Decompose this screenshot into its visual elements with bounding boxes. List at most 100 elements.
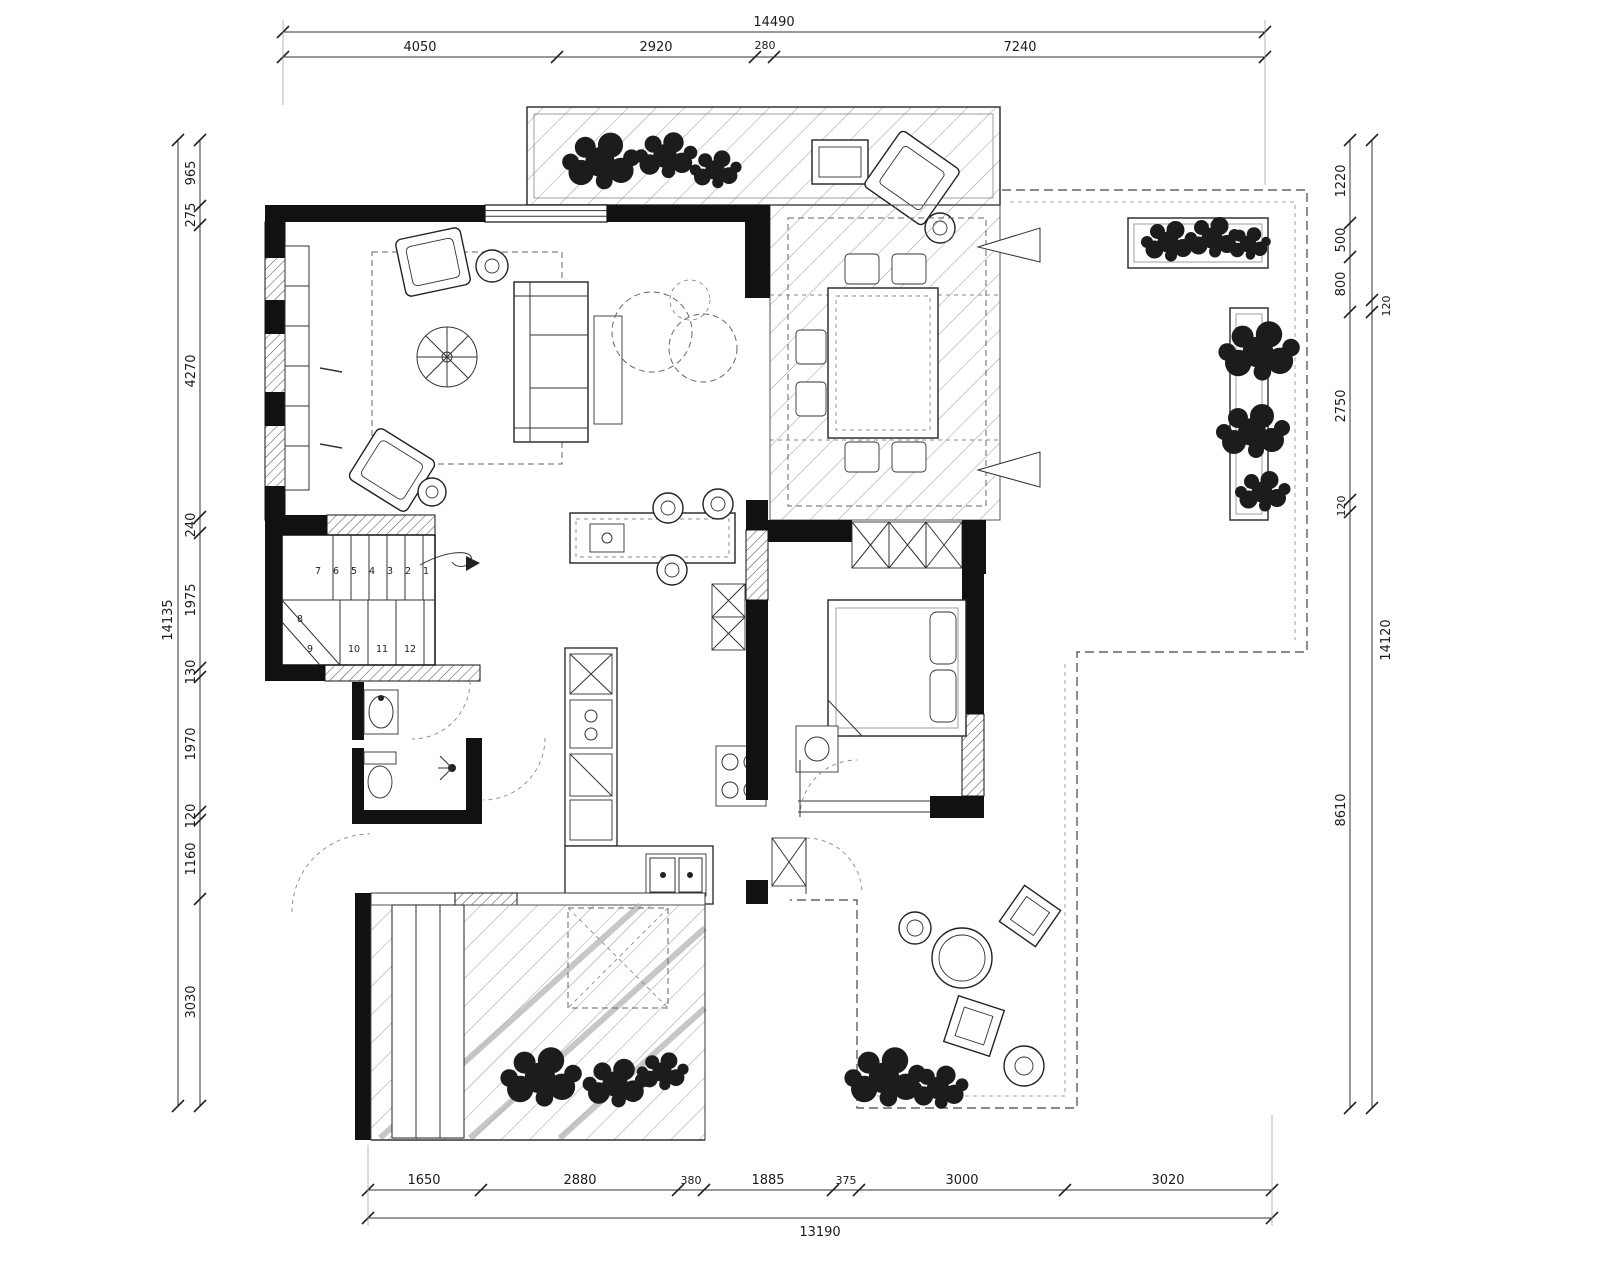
dim-label-bottom-total: 13190 <box>799 1225 840 1240</box>
bedroom <box>768 520 986 818</box>
shelving <box>284 245 310 491</box>
dim-chain-left: 965 275 4270 240 1975 130 1970 120 1160 … <box>161 133 207 1113</box>
dining-chair <box>795 329 827 365</box>
hall <box>265 664 546 913</box>
stair-number: 11 <box>376 644 388 655</box>
dim-chain-top: 14490 4050 2920 280 7240 <box>276 15 1272 185</box>
dim-label: 2750 <box>1334 389 1349 422</box>
dining-chair <box>795 381 827 417</box>
shower-head-icon <box>438 755 456 781</box>
dim-label-left-total: 14135 <box>161 599 176 640</box>
dim-label: 3000 <box>945 1173 978 1188</box>
dim-label: 1220 <box>1334 164 1349 197</box>
stair-number: 1 <box>423 566 429 577</box>
dim-label: 280 <box>755 39 776 52</box>
dim-label: 4270 <box>184 354 199 387</box>
ceiling-fan-icon <box>416 326 478 388</box>
partition-wall <box>745 500 769 904</box>
dining-chair <box>844 441 880 473</box>
terrace-bottom-left <box>355 892 708 1141</box>
dim-label: 1650 <box>407 1173 440 1188</box>
dim-label: 500 <box>1334 228 1349 253</box>
dim-label: 800 <box>1334 272 1349 297</box>
dim-chain-bottom: 1650 2880 380 1885 375 3000 3020 13190 <box>361 1115 1279 1240</box>
dim-label: 8610 <box>1334 793 1349 826</box>
bed <box>827 599 967 737</box>
wardrobe <box>851 521 963 569</box>
equipment-outline <box>567 907 669 1009</box>
floor-lamp-outline <box>611 291 693 373</box>
dim-chain-right: 1220 500 800 2750 120 8610 120 14120 <box>1334 133 1394 1115</box>
door-swing-arc <box>411 680 471 740</box>
kitchen-island <box>569 512 736 564</box>
wall-decor <box>319 443 343 449</box>
dim-label: 275 <box>184 203 199 228</box>
bathroom <box>352 682 482 824</box>
dining-chair <box>891 441 927 473</box>
door-swing-arc <box>291 833 371 913</box>
dim-label: 4050 <box>403 40 436 55</box>
dim-label-top-total: 14490 <box>753 15 794 30</box>
outdoor-chair <box>998 884 1062 948</box>
dining-table <box>827 287 939 439</box>
outdoor-chair <box>942 994 1006 1058</box>
dim-label: 120 <box>1380 296 1393 317</box>
stair-number: 8 <box>297 614 303 625</box>
sofa <box>513 281 589 443</box>
stair-number: 6 <box>333 566 339 577</box>
armchair <box>348 428 436 512</box>
window-casement-icon <box>976 227 1041 263</box>
bathroom-sink <box>363 689 399 735</box>
terrace-cabinet <box>391 904 465 1139</box>
plant-icon <box>1235 471 1291 512</box>
dining-chair <box>844 253 880 285</box>
dim-label: 240 <box>184 513 199 538</box>
toilet <box>363 751 397 799</box>
window-casement-icon <box>976 451 1041 488</box>
stair-number: 7 <box>315 566 321 577</box>
coffee-table <box>593 315 623 425</box>
stair-number: 12 <box>404 644 416 655</box>
dining-area <box>769 204 1041 521</box>
dim-label: 1975 <box>184 583 199 616</box>
armchair <box>395 227 471 297</box>
nightstand <box>795 725 839 773</box>
dim-label: 1160 <box>184 842 199 875</box>
stairs: 1 2 3 4 5 6 7 8 9 10 11 12 <box>265 534 480 666</box>
kitchen-sink <box>645 853 707 897</box>
stair-number: 5 <box>351 566 357 577</box>
dim-label: 380 <box>681 1174 702 1187</box>
dim-label: 2920 <box>639 40 672 55</box>
door-swing-arc <box>482 737 546 801</box>
stair-number: 10 <box>348 644 360 655</box>
dim-label: 120 <box>1335 496 1348 517</box>
living-room <box>264 204 770 536</box>
wall-decor <box>319 367 343 373</box>
balcony-armchair <box>864 130 960 226</box>
dim-label: 3020 <box>1151 1173 1184 1188</box>
stair-number: 2 <box>405 566 411 577</box>
dim-label: 120 <box>184 804 199 829</box>
door-swing-arc <box>805 837 863 895</box>
dim-label-right-total: 14120 <box>1379 619 1394 660</box>
stair-number: 3 <box>387 566 393 577</box>
dim-label: 375 <box>836 1174 857 1187</box>
dim-label: 3030 <box>184 985 199 1018</box>
window-icon <box>484 204 608 223</box>
dim-label: 1970 <box>184 727 199 760</box>
kitchen <box>564 488 767 905</box>
door-swing-arc <box>799 759 858 818</box>
plant-icon <box>1216 404 1290 458</box>
entry <box>771 837 863 895</box>
dim-label: 7240 <box>1003 40 1036 55</box>
stair-number: 9 <box>307 644 313 655</box>
terrace-right <box>790 189 1308 1109</box>
dining-chair <box>891 253 927 285</box>
pillow <box>929 611 957 665</box>
floor-lamp-outline <box>668 313 738 383</box>
dim-label: 2880 <box>563 1173 596 1188</box>
island-sink <box>589 523 625 553</box>
dim-label: 965 <box>184 161 199 186</box>
terrace-bottom-right <box>844 884 1062 1109</box>
